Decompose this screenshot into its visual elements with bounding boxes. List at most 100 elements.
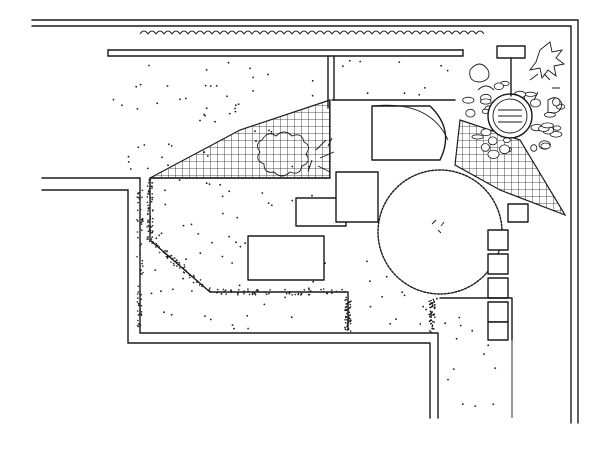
gravel-dot: [149, 179, 152, 181]
stipple-dot: [423, 87, 426, 89]
gravel-dot: [140, 298, 142, 301]
stipple-dot: [436, 297, 438, 300]
gravel-dot: [433, 313, 435, 316]
gravel-dot: [150, 185, 153, 188]
gravel-dot: [149, 187, 151, 189]
gravel-dot: [294, 293, 297, 296]
gravel-dot: [149, 225, 152, 228]
gravel-dot: [148, 181, 150, 184]
gravel-dot: [151, 193, 153, 195]
gravel-dot: [165, 255, 168, 258]
gravel-dot: [172, 257, 174, 260]
gravel-dot: [284, 288, 286, 291]
gravel-dot: [224, 289, 227, 291]
gravel-dot: [148, 220, 150, 223]
gravel-dot: [142, 220, 144, 222]
gravel-dot: [344, 321, 347, 324]
gravel-dot: [345, 306, 347, 308]
stipple-dot: [389, 322, 392, 325]
gravel-dot: [150, 238, 153, 240]
pebble: [530, 98, 541, 108]
stipple-dot: [311, 94, 314, 97]
gravel-dot: [149, 215, 152, 218]
gravel-dot: [142, 265, 144, 267]
gravel-dot: [184, 268, 186, 271]
gravel-dot: [155, 246, 157, 248]
gravel-dot: [158, 246, 161, 248]
gravel-dot: [346, 309, 348, 312]
stipple-dot: [418, 93, 421, 96]
stipple-dot: [170, 313, 173, 316]
gravel-dot: [137, 192, 139, 195]
gravel-dot: [140, 311, 143, 313]
stipple-dot: [446, 69, 449, 72]
gravel-dot: [238, 288, 240, 291]
gravel-dot: [201, 283, 204, 286]
stipple-dot: [249, 67, 252, 70]
gravel-dot: [182, 267, 185, 269]
pebble: [549, 131, 563, 138]
circular-lawn: [377, 169, 503, 295]
stipple-dot: [143, 144, 146, 146]
stipple-dot: [197, 233, 200, 235]
gravel-dot: [147, 210, 149, 212]
gravel-dot: [140, 273, 142, 275]
stipple-dot: [170, 145, 173, 147]
gravel-dot: [182, 271, 185, 273]
gravel-dot: [431, 324, 434, 327]
gravel-dot: [139, 208, 142, 211]
gravel-dot: [300, 292, 303, 295]
stipple-dot: [290, 316, 293, 319]
pebble: [530, 144, 538, 152]
stipple-dot: [215, 85, 218, 87]
shrub-cluster: [257, 131, 335, 177]
stipple-dot: [236, 216, 239, 219]
stipple-dot: [458, 316, 461, 319]
gravel-dot: [139, 312, 141, 315]
gravel-dot: [432, 298, 435, 301]
stipple-dot: [146, 167, 149, 170]
stipple-dot: [129, 168, 132, 170]
stipple-dot: [155, 237, 158, 240]
gravel-dot: [256, 288, 259, 291]
gravel-dot: [251, 293, 254, 296]
stipple-dot: [164, 189, 166, 192]
gravel-dot: [149, 201, 152, 204]
stipple-dot: [137, 146, 140, 149]
gravel-dot: [137, 297, 139, 299]
gravel-dot: [430, 315, 433, 317]
gravel-dot: [151, 182, 154, 184]
gravel-dot: [288, 292, 291, 295]
gravel-dot: [429, 310, 432, 313]
gravel-dot: [320, 288, 322, 291]
stipple-dot: [222, 212, 224, 215]
gravel-dot: [183, 266, 186, 268]
gravel-dot: [150, 196, 152, 199]
gravel-dot: [344, 309, 346, 312]
stipple-dot: [403, 92, 406, 95]
gravel-dot: [216, 288, 219, 291]
gravel-dot: [268, 292, 270, 295]
gravel-dot: [303, 289, 306, 291]
gravel-dot: [178, 263, 181, 265]
stipple-dot: [252, 76, 255, 79]
gravel-dot: [346, 329, 349, 331]
gravel-dot: [138, 198, 141, 200]
gravel-dot: [341, 288, 343, 291]
gravel-dot: [192, 274, 195, 277]
gravel-dot: [150, 200, 153, 203]
gravel-dot: [149, 217, 152, 220]
gravel-dot: [222, 288, 225, 291]
stipple-dot: [160, 232, 163, 235]
stipple-dot: [263, 303, 266, 306]
gravel-dot: [322, 288, 325, 290]
stipple-dot: [398, 61, 401, 63]
gravel-dot: [166, 250, 168, 252]
gravel-dot: [155, 242, 158, 245]
stipple-dot: [178, 179, 181, 182]
gravel-dot: [347, 308, 350, 311]
gravel-dot: [429, 319, 432, 322]
stipple-dot: [154, 269, 157, 271]
gravel-dot: [183, 264, 186, 266]
gravel-dot: [281, 291, 283, 293]
